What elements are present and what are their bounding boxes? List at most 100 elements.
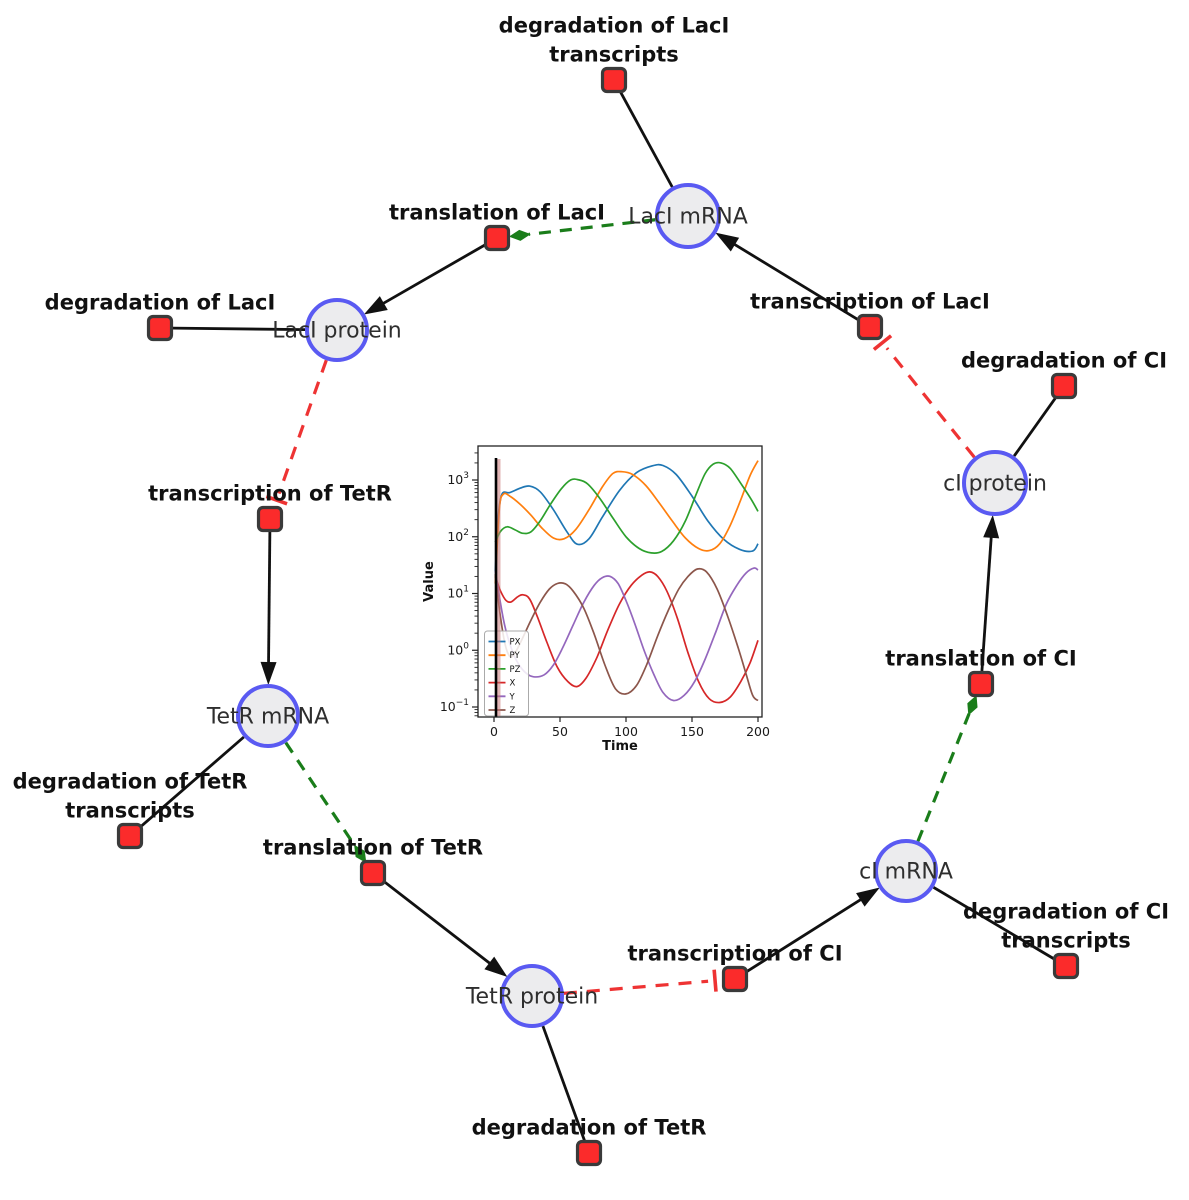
reaction-label-translation-of-cI-line0: translation of CI [885, 647, 1076, 671]
y-tick-label: 100 [447, 641, 469, 657]
edge-reactant-tetR-mRNA-degradation-of-tetR-transcripts [138, 735, 245, 829]
edge-product-translation-of-cI-cI-protein-arrowhead [983, 514, 1000, 539]
reaction-node-translation-of-lacI [483, 224, 511, 252]
edge-product-translation-of-cI-cI-protein [980, 533, 993, 672]
edge-inhibitor-tetR-protein-transcription-of-cI [563, 979, 709, 995]
reaction-label-transcription-of-cI-line0: transcription of CI [627, 942, 842, 966]
edge-modifier-cI-mRNA-translation-of-cI [916, 713, 971, 842]
edge-reactant-lacI-protein-degradation-of-lacI [172, 326, 306, 332]
species-label-tetR-protein: TetR protein [465, 985, 598, 1010]
reaction-label-degradation-of-cI-line0: degradation of CI [961, 349, 1167, 373]
reaction-node-degradation-of-tetR-transcripts [116, 822, 144, 850]
edge-product-translation-of-tetR-tetR-protein [382, 879, 494, 967]
edge-inhibitor-tetR-protein-transcription-of-cI-tbar [712, 969, 718, 992]
y-tick-label: 102 [447, 528, 469, 544]
x-tick-label: 100 [614, 724, 638, 739]
edge-product-translation-of-lacI-lacI-protein [379, 243, 487, 307]
legend-label-PX: PX [510, 638, 521, 648]
edge-inhibitor-lacI-protein-transcription-of-tetR [277, 359, 328, 495]
edge-inhibitor-cI-protein-transcription-of-lacI-tbar [872, 334, 893, 351]
x-tick-label: 50 [552, 724, 568, 739]
plot-frame [477, 445, 763, 718]
reaction-label-degradation-of-cI-transcripts-line0: degradation of CI [963, 900, 1169, 924]
legend-label-X: X [510, 679, 516, 689]
edges [138, 90, 1058, 1142]
reaction-label-degradation-of-lacI-transcripts-line0: degradation of LacI [499, 14, 730, 38]
reaction-label-transcription-of-tetR-line0: transcription of TetR [148, 482, 392, 506]
y-tick-label: 101 [447, 585, 469, 601]
x-tick-label: 150 [680, 724, 704, 739]
legend-box [484, 630, 529, 717]
y-tick-label: 103 [447, 471, 469, 487]
edge-product-transcription-of-lacI-lacI-mRNA-arrowhead [715, 232, 740, 252]
y-axis-title: Value [422, 561, 437, 602]
edge-inhibitor-lacI-protein-transcription-of-tetR-tbar [265, 494, 288, 506]
legend-label-PY: PY [510, 651, 521, 661]
edge-product-translation-of-tetR-tetR-protein-arrowhead [484, 956, 508, 978]
edge-product-transcription-of-tetR-tetR-mRNA-arrowhead [260, 661, 277, 686]
species-label-lacI-mRNA: LacI mRNA [628, 205, 748, 230]
species-node-tetR-protein [500, 964, 564, 1028]
x-tick-label: 200 [746, 724, 770, 739]
species-label-cI-mRNA: cI mRNA [859, 860, 953, 885]
y-tick-label: 10−1 [440, 698, 469, 714]
chart-series-X [494, 571, 759, 704]
reaction-label-degradation-of-cI-transcripts-line1: transcripts [1001, 929, 1131, 953]
reaction-label-translation-of-tetR-line0: translation of TetR [263, 836, 483, 860]
chart-curves [494, 460, 759, 704]
reaction-node-degradation-of-lacI [146, 314, 174, 342]
legend-label-PZ: PZ [510, 665, 521, 675]
species-label-tetR-mRNA: TetR mRNA [206, 705, 329, 730]
chart-series-Y [494, 567, 759, 702]
reaction-label-translation-of-lacI-line0: translation of LacI [389, 201, 605, 225]
species-node-cI-mRNA [874, 839, 938, 903]
x-axis-title: Time [602, 739, 638, 754]
chart-series-PZ [494, 461, 759, 555]
nodes [116, 66, 1080, 1167]
reaction-node-transcription-of-tetR [256, 505, 284, 533]
reaction-node-translation-of-cI [967, 670, 995, 698]
reaction-label-transcription-of-lacI-line0: transcription of LacI [750, 290, 990, 314]
edge-product-transcription-of-cI-cI-mRNA-arrowhead [856, 887, 880, 907]
reaction-node-transcription-of-lacI [856, 313, 884, 341]
reaction-label-degradation-of-tetR-transcripts-line1: transcripts [65, 799, 195, 823]
edge-product-transcription-of-tetR-tetR-mRNA [267, 531, 272, 667]
species-node-tetR-mRNA [236, 684, 300, 748]
reaction-label-degradation-of-tetR-line0: degradation of TetR [472, 1116, 707, 1140]
edge-modifier-tetR-mRNA-translation-of-tetR [284, 741, 357, 848]
reaction-label-degradation-of-lacI-line0: degradation of LacI [45, 291, 276, 315]
edge-product-transcription-of-cI-cI-mRNA [745, 896, 865, 974]
species-label-lacI-protein: LacI protein [272, 319, 402, 344]
edge-modifier-cI-mRNA-translation-of-cI-diamond [967, 695, 978, 716]
edge-modifier-tetR-mRNA-translation-of-tetR-diamond [354, 844, 367, 864]
reaction-node-degradation-of-cI-transcripts [1052, 952, 1080, 980]
reaction-node-degradation-of-tetR [575, 1139, 603, 1167]
edge-inhibitor-cI-protein-transcription-of-lacI [885, 347, 976, 459]
chart-series-Z [494, 567, 759, 702]
edge-reactant-cI-protein-degradation-of-cI [1012, 395, 1058, 457]
species-label-cI-protein: cI protein [943, 472, 1047, 497]
legend-label-Y: Y [509, 692, 516, 702]
edge-modifier-lacI-mRNA-translation-of-lacI [528, 218, 656, 236]
reaction-node-translation-of-tetR [359, 859, 387, 887]
x-tick-label: 0 [490, 724, 498, 739]
edge-reactant-tetR-protein-degradation-of-tetR [541, 1025, 586, 1142]
reaction-label-degradation-of-tetR-transcripts-line0: degradation of TetR [13, 770, 248, 794]
species-node-lacI-protein [305, 298, 369, 362]
reaction-node-degradation-of-lacI-transcripts [600, 66, 628, 94]
edge-modifier-lacI-mRNA-translation-of-lacI-diamond [508, 229, 531, 241]
edge-product-translation-of-lacI-lacI-protein-arrowhead [363, 296, 388, 315]
chart-series-PX [494, 463, 759, 571]
inset-chart: 103 102 101 100 10−1 0 50 100 150 200 PX PY PZ XYZ Tim… [422, 445, 770, 754]
species-node-lacI-mRNA [655, 183, 721, 249]
edge-reactant-cI-mRNA-degradation-of-cI-transcripts [932, 886, 1056, 961]
legend-label-Z: Z [510, 706, 516, 716]
reaction-node-transcription-of-cI [721, 965, 749, 993]
edge-product-transcription-of-lacI-lacI-mRNA [730, 241, 860, 322]
species-node-cI-protein [962, 450, 1028, 516]
reaction-label-degradation-of-lacI-transcripts-line1: transcripts [549, 43, 679, 67]
chart-series-PY [494, 460, 759, 584]
